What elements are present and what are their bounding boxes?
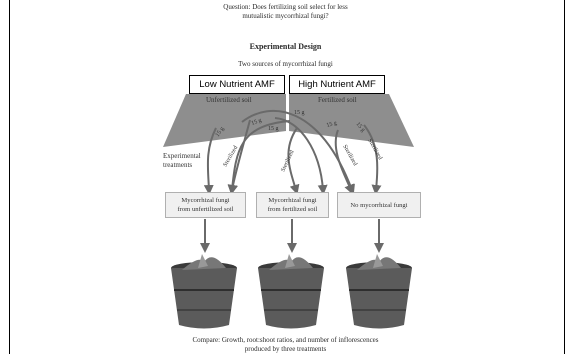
high-nutrient-amf-label: High Nutrient AMF xyxy=(289,75,385,94)
question-text: Question: Does fertilizing soil select f… xyxy=(0,3,571,21)
arrow-fert-to-t2 xyxy=(274,117,328,195)
arrow-cross-a xyxy=(227,120,291,195)
label-15g-a: 15 g xyxy=(215,126,226,138)
treatment-1-line-1: Mycorrhizal fungi xyxy=(181,197,230,204)
unfertilized-soil-label: Unfertilized soil xyxy=(206,96,252,104)
pot-2 xyxy=(258,254,324,329)
compare-line-1: Compare: Growth, root:shoot ratios, and … xyxy=(192,336,379,344)
pot-3 xyxy=(346,254,412,329)
right-border-line xyxy=(564,0,565,354)
arrow-long-cross xyxy=(241,109,355,195)
label-sterilized-c: Sterilized xyxy=(341,144,358,167)
label-15g-e: 15 g xyxy=(326,120,338,129)
compare-line-2: produced by three treatments xyxy=(244,345,327,353)
arrow-cross-b xyxy=(287,127,300,195)
treatment-2-line-2: from fertilized soil xyxy=(267,206,318,213)
treatment-box-2: Mycorrhizal fungi from fertilized soil xyxy=(256,192,329,218)
fertilized-soil-label: Fertilized soil xyxy=(318,96,357,104)
arrow-sterilized-2 xyxy=(363,124,382,195)
label-15g-f: 15 g xyxy=(354,121,365,133)
experimental-treatments-label: Experimental treatments xyxy=(163,152,201,170)
question-line-1: Question: Does fertilizing soil select f… xyxy=(223,3,348,11)
left-border-line xyxy=(9,0,10,354)
treatment-1-line-2: from unfertilized soil xyxy=(177,206,234,213)
treatment-box-1: Mycorrhizal fungi from unfertilized soil xyxy=(165,192,246,218)
unfertilized-soil-slab xyxy=(163,94,286,147)
sources-subtitle: Two sources of mycorrhizal fungi xyxy=(238,60,333,68)
experimental-line-1: Experimental xyxy=(163,152,201,160)
compare-caption: Compare: Growth, root:shoot ratios, and … xyxy=(0,336,571,354)
low-nutrient-amf-label: Low Nutrient AMF xyxy=(189,75,285,94)
label-sterilized-b: Sterilized xyxy=(280,149,295,172)
pot-1 xyxy=(171,254,237,329)
arrow-unfert-to-t1 xyxy=(203,127,217,195)
label-15g-d: 15 g xyxy=(268,126,279,132)
treatment-3-line-1: No mycorrhizal fungi xyxy=(350,201,408,209)
treatment-box-3: No mycorrhizal fungi xyxy=(337,192,421,218)
label-15g-c: 15 g xyxy=(294,110,305,116)
label-15g-b: 15 g xyxy=(251,118,263,127)
question-line-2: mutualistic mycorrhizal fungi? xyxy=(242,12,329,20)
treatment-2-line-1: Mycorrhizal fungi xyxy=(268,197,317,204)
experimental-line-2: treatments xyxy=(163,161,193,169)
design-heading: Experimental Design xyxy=(249,42,322,51)
